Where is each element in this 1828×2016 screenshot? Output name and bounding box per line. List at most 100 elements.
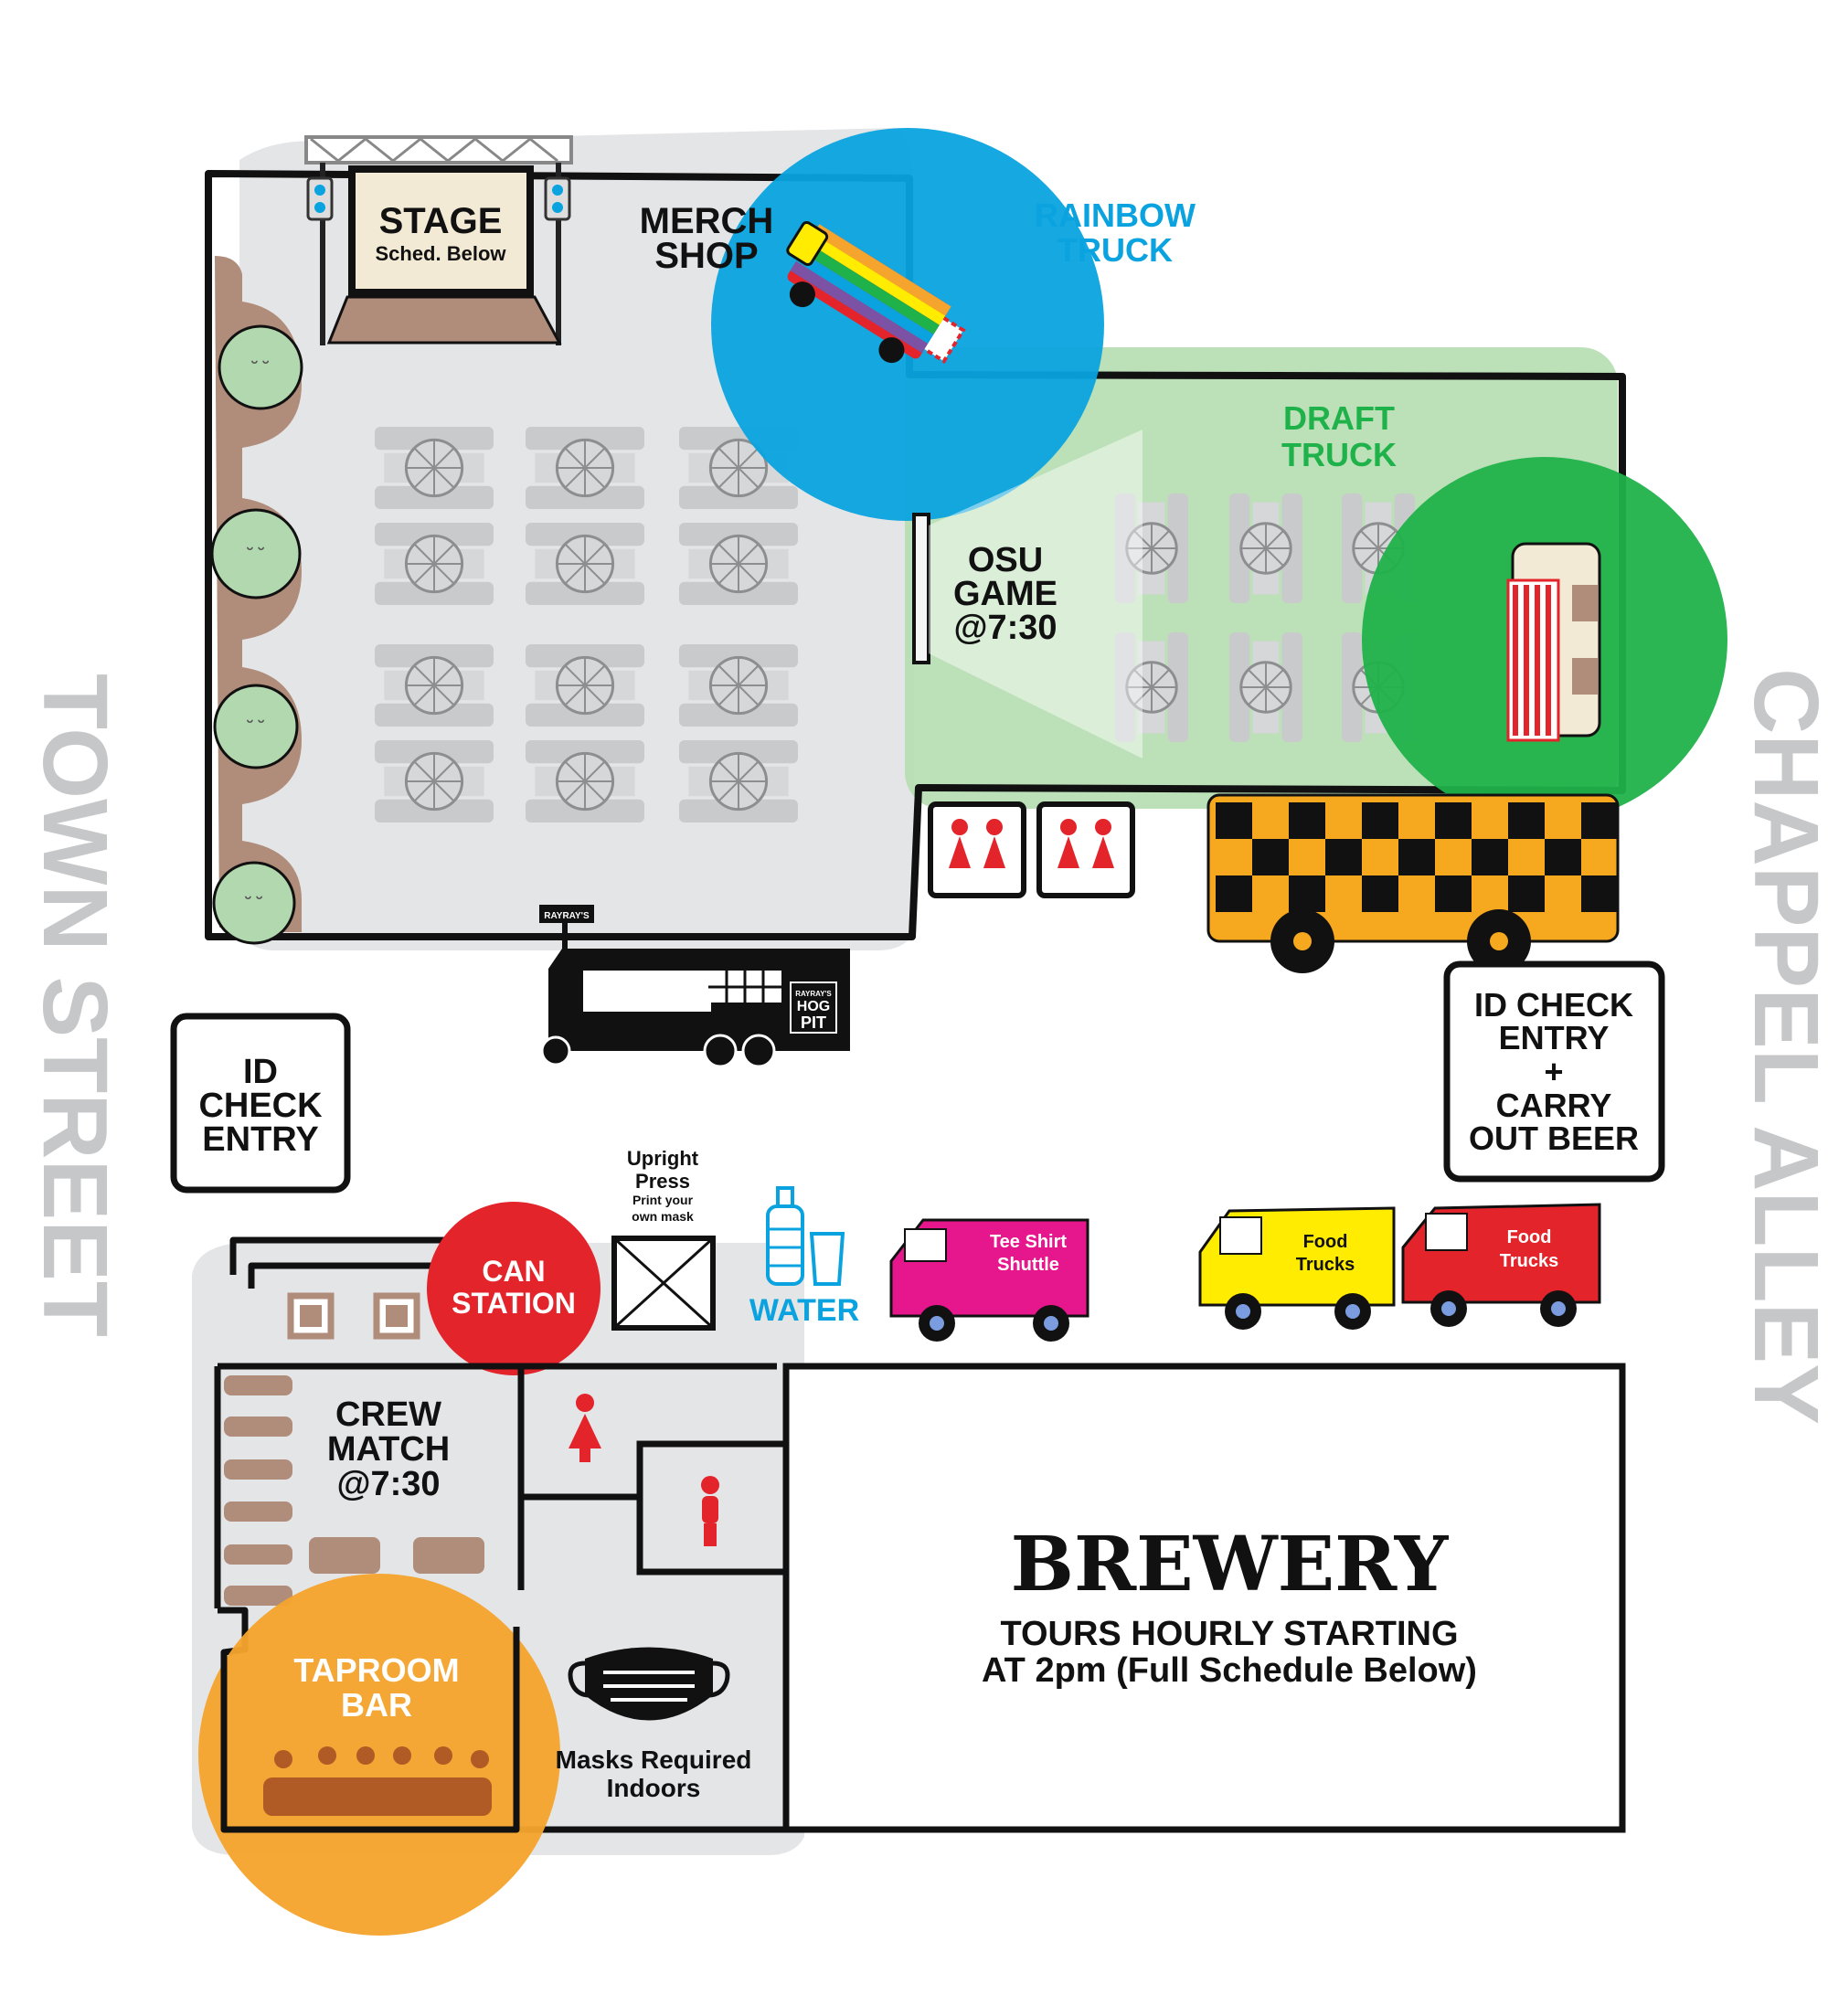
indoor-restroom-1[interactable] <box>569 1394 601 1462</box>
tee-shirt-shuttle[interactable]: Tee Shirt Shuttle <box>889 1218 1089 1342</box>
crew-match-label-2: MATCH <box>327 1430 450 1469</box>
svg-text:˘ ˘: ˘ ˘ <box>247 546 265 566</box>
picnic-table <box>1229 632 1302 742</box>
can-station-label-2: STATION <box>452 1287 576 1320</box>
id-check-left-line-1: ID <box>243 1053 278 1091</box>
draft-truck-label-2: TRUCK <box>1281 436 1397 473</box>
id-check-left-line-2: CHECK <box>198 1087 323 1125</box>
tree-4: ˘ ˘ <box>212 861 296 945</box>
id-check-right-line-5: OUT BEER <box>1469 1119 1639 1157</box>
indoor-restroom-2[interactable] <box>701 1476 719 1546</box>
osu-game-label-1: OSU <box>968 541 1043 579</box>
water-station[interactable]: WATER <box>749 1186 859 1328</box>
picnic-table <box>679 644 798 727</box>
picnic-table <box>1115 632 1188 742</box>
masks-label-2: Indoors <box>607 1774 701 1802</box>
id-check-left-line-3: ENTRY <box>202 1120 318 1159</box>
id-check-right-line-4: CARRY <box>1496 1087 1612 1124</box>
picnic-table <box>679 740 798 822</box>
picnic-table <box>679 523 798 605</box>
picnic-table <box>526 644 644 727</box>
picnic-table <box>375 644 494 727</box>
id-check-right[interactable]: ID CHECK ENTRY + CARRY OUT BEER <box>1443 960 1665 1183</box>
food-truck-red-line-1: Food <box>1507 1227 1552 1247</box>
picnic-table <box>375 427 494 509</box>
picnic-table <box>1229 493 1302 603</box>
tree-1: ˘ ˘ <box>218 324 303 410</box>
picnic-table <box>679 427 798 509</box>
id-check-right-line-2: ENTRY <box>1499 1019 1610 1056</box>
rainbow-truck-label-1: RAINBOW <box>1035 196 1196 234</box>
taproom-label-1: TAPROOM <box>293 1651 459 1689</box>
upright-press-line-3: Print your <box>632 1193 694 1207</box>
upright-press-line-2: Press <box>635 1170 690 1193</box>
masks-label-1: Masks Required <box>556 1745 752 1774</box>
bar-counter <box>263 1746 492 1816</box>
upright-press-box[interactable] <box>611 1236 716 1331</box>
crew-match-label-3: @7:30 <box>336 1465 440 1503</box>
checkered-bus[interactable] <box>1206 793 1620 973</box>
hog-pit-logo-1: RAYRAY'S <box>795 990 832 998</box>
osu-game-label-3: @7:30 <box>953 609 1057 647</box>
picnic-table <box>375 740 494 822</box>
water-label: WATER <box>749 1293 859 1328</box>
merch-shop-label-1: MERCH <box>640 201 774 241</box>
draft-truck-label-1: DRAFT <box>1283 399 1395 437</box>
osu-game-label-2: GAME <box>953 575 1057 613</box>
rainbow-truck-label-2: TRUCK <box>1057 231 1173 269</box>
restroom-2[interactable] <box>1036 801 1135 898</box>
can-station-label-1: CAN <box>482 1255 545 1288</box>
picnic-table <box>1115 493 1188 603</box>
can-station-outline <box>229 1236 448 1340</box>
food-truck-yellow-line-1: Food <box>1303 1232 1348 1252</box>
merch-shop-label-2: SHOP <box>654 236 758 276</box>
id-check-right-line-1: ID CHECK <box>1474 986 1633 1024</box>
food-truck-yellow-line-2: Trucks <box>1296 1255 1355 1275</box>
hog-pit-logo-2: HOG <box>797 999 830 1014</box>
water-cup-icon <box>809 1232 845 1286</box>
taproom-label-2: BAR <box>341 1686 412 1724</box>
osu-screen <box>912 513 930 664</box>
upright-press-line-4: own mask <box>632 1209 694 1224</box>
id-check-right-line-3: + <box>1544 1053 1563 1090</box>
svg-text:˘ ˘: ˘ ˘ <box>251 359 270 379</box>
brewery-title: BREWERY <box>1011 1521 1450 1608</box>
projection-beam <box>929 430 1142 759</box>
restroom-1[interactable] <box>928 801 1026 898</box>
picnic-table <box>526 740 644 822</box>
street-town: TOWN STREET <box>24 674 126 1337</box>
picnic-table <box>526 427 644 509</box>
water-bottle-icon <box>766 1204 804 1286</box>
crew-match-label-1: CREW <box>335 1395 441 1434</box>
upright-press-line-1: Upright <box>627 1147 699 1170</box>
brewery-tours-line-2: AT 2pm (Full Schedule Below) <box>982 1651 1477 1690</box>
stage-subtitle: Sched. Below <box>375 242 506 265</box>
hog-pit-sign: RAYRAY'S <box>544 911 590 921</box>
can-station-zone[interactable] <box>427 1202 600 1375</box>
rainbow-truck[interactable] <box>765 217 971 387</box>
tree-2: ˘ ˘ <box>210 508 302 599</box>
patio-tables <box>375 427 798 822</box>
stage-title: STAGE <box>379 201 503 241</box>
hog-pit-logo-3: PIT <box>801 1013 826 1032</box>
stage[interactable]: STAGE Sched. Below <box>304 135 573 345</box>
food-truck-red-line-2: Trucks <box>1500 1251 1558 1271</box>
brewery-building[interactable] <box>782 1363 1626 1833</box>
brewery-tours-line-1: TOURS HOURLY STARTING <box>1000 1615 1458 1653</box>
tee-shirt-shuttle-line-1: Tee Shirt <box>990 1232 1067 1252</box>
street-chappel: CHAPPEL ALLEY <box>1735 668 1828 1425</box>
crew-match-seating <box>224 1375 484 1606</box>
food-truck-red[interactable]: Food Trucks <box>1401 1203 1601 1327</box>
id-check-left[interactable]: ID CHECK ENTRY <box>170 1013 351 1194</box>
taproom-zone[interactable] <box>198 1574 560 1936</box>
mask-icon <box>568 1647 730 1721</box>
hog-pit-trailer[interactable]: RAYRAY'S RAYRAY'S HOG PIT <box>539 905 850 1068</box>
svg-text:˘ ˘: ˘ ˘ <box>247 718 265 738</box>
tee-shirt-shuttle-line-2: Shuttle <box>997 1255 1059 1275</box>
food-truck-yellow[interactable]: Food Trucks <box>1198 1206 1396 1330</box>
picnic-table <box>375 523 494 605</box>
picnic-table <box>526 523 644 605</box>
draft-truck[interactable] <box>1506 542 1601 742</box>
tree-3: ˘ ˘ <box>213 684 299 769</box>
